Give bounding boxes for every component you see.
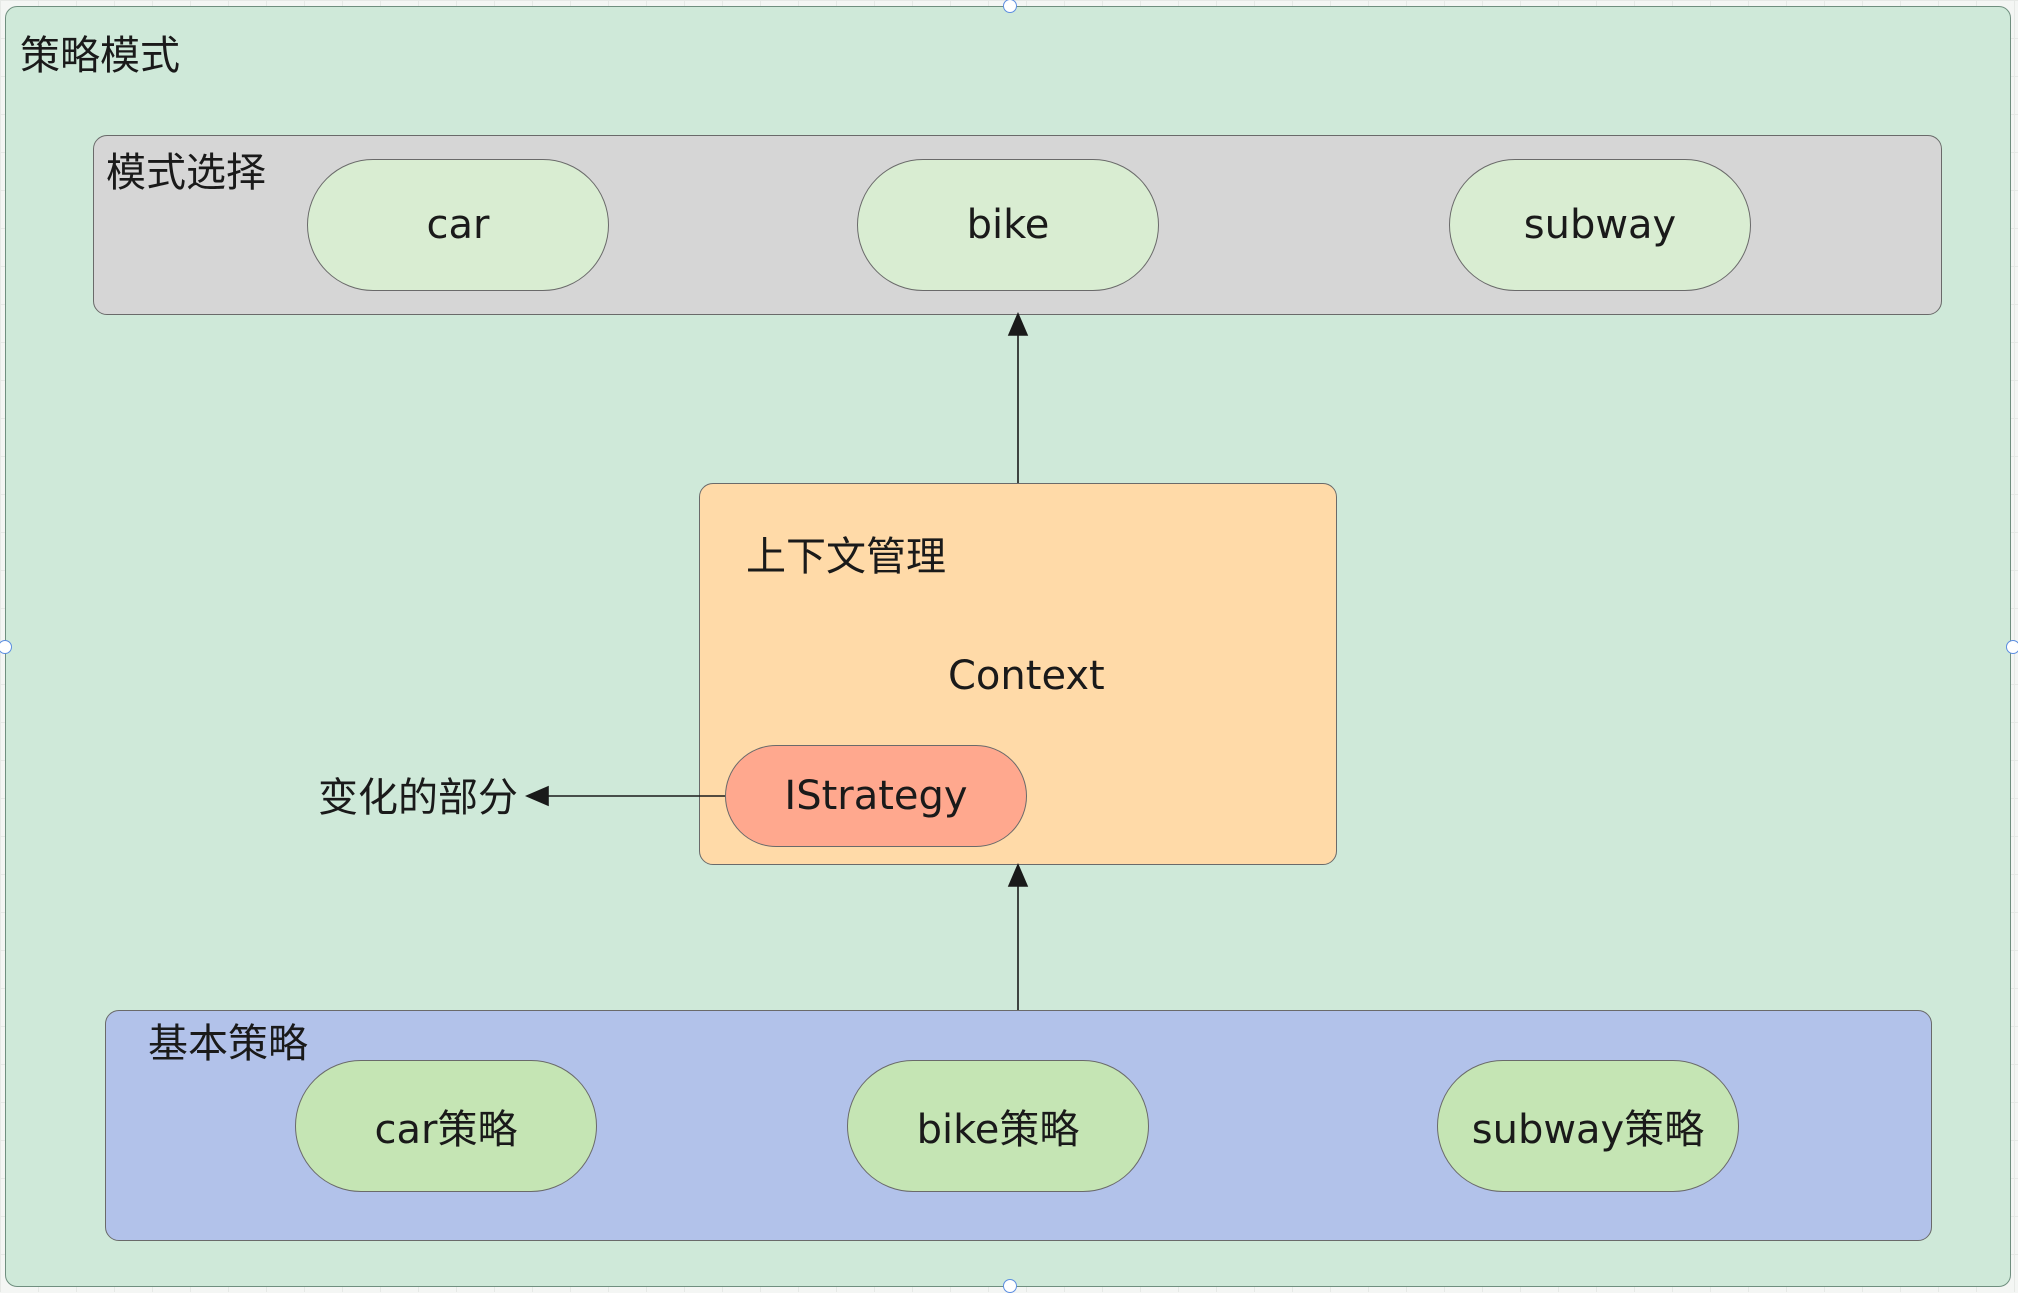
strategy-subway[interactable]: subway策略 (1437, 1060, 1739, 1192)
strategy-bike[interactable]: bike策略 (847, 1060, 1149, 1192)
selection-handle-bottom[interactable] (1003, 1279, 1017, 1293)
selection-handle-top[interactable] (1003, 0, 1017, 13)
mode-subway[interactable]: subway (1449, 159, 1751, 291)
strategy-car[interactable]: car策略 (295, 1060, 597, 1192)
selection-handle-right[interactable] (2006, 640, 2018, 654)
context-title: 上下文管理 (746, 534, 946, 580)
mode-bike[interactable]: bike (857, 159, 1159, 291)
context-name: Context (948, 653, 1105, 699)
frame-title: 策略模式 (20, 33, 180, 79)
basic-strategy-title: 基本策略 (148, 1021, 308, 1067)
istrategy-pill[interactable]: IStrategy (725, 745, 1027, 847)
mode-car[interactable]: car (307, 159, 609, 291)
variable-part-label: 变化的部分 (318, 775, 518, 821)
mode-select-title: 模式选择 (106, 150, 266, 196)
selection-handle-left[interactable] (0, 640, 12, 654)
